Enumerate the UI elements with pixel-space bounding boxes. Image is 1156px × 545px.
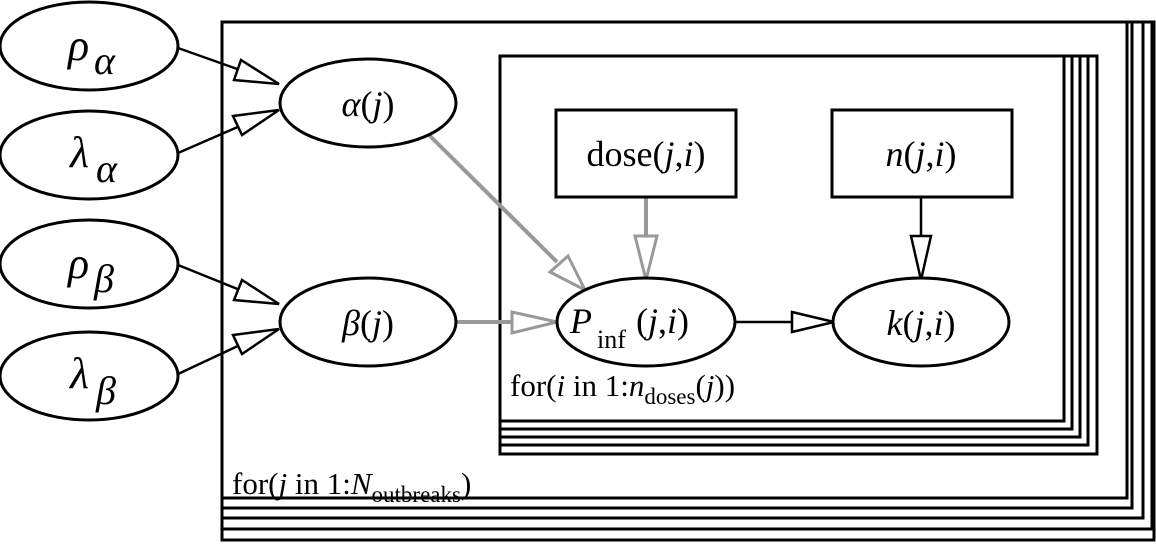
outer-plate bbox=[220, 20, 1156, 542]
inner-plate-frame-5 bbox=[498, 54, 1099, 456]
edge-pinf-to-k bbox=[735, 310, 835, 334]
beta-subscript: β bbox=[93, 256, 114, 301]
beta-subscript: β bbox=[95, 368, 116, 413]
outer-plate-frame-5 bbox=[220, 20, 1156, 542]
deterministic-edges bbox=[426, 132, 659, 335]
n-label: n(j,i) bbox=[885, 134, 956, 174]
edge-alpha-to-pinf bbox=[426, 132, 589, 294]
alpha-j-label: α(j) bbox=[342, 84, 395, 124]
node-lambda-alpha: λ α bbox=[0, 109, 180, 201]
edge-beta-to-pinf bbox=[456, 310, 558, 335]
edge-dose-to-pinf bbox=[633, 197, 659, 281]
edge-lambda-beta-to-beta bbox=[177, 327, 280, 376]
node-rho-alpha: ρ α bbox=[0, 0, 180, 92]
node-alpha-j: α(j) bbox=[278, 57, 458, 149]
p-symbol: P bbox=[569, 301, 592, 341]
rho-symbol: ρ bbox=[66, 239, 89, 288]
node-lambda-beta: λ β bbox=[0, 330, 180, 422]
lambda-symbol: λ bbox=[68, 128, 89, 177]
edge-rho-beta-to-beta bbox=[177, 263, 280, 306]
alpha-subscript: α bbox=[94, 38, 116, 83]
node-k: k(j,i) bbox=[831, 276, 1011, 368]
k-label: k(j,i) bbox=[886, 303, 955, 343]
lambda-symbol: λ bbox=[68, 349, 89, 398]
inf-subscript: inf bbox=[597, 325, 626, 354]
inner-plate bbox=[498, 54, 1099, 456]
p-inf-args: (j,i) bbox=[636, 301, 689, 341]
inner-plate-label: for(i in 1:ndoses(j)) bbox=[510, 368, 735, 409]
node-rho-beta: ρ β bbox=[0, 218, 180, 310]
rho-symbol: ρ bbox=[66, 21, 89, 70]
edge-rho-alpha-to-alpha bbox=[177, 46, 280, 86]
edge-n-to-k bbox=[909, 197, 933, 281]
node-beta-j: β(j) bbox=[278, 276, 458, 368]
dose-label: dose(j,i) bbox=[586, 134, 705, 174]
hyperprior-edges bbox=[177, 46, 933, 376]
node-n: n(j,i) bbox=[830, 108, 1014, 199]
outer-plate-label: for(j in 1:Noutbreaks) bbox=[232, 466, 471, 507]
beta-j-label: β(j) bbox=[341, 303, 394, 343]
node-dose: dose(j,i) bbox=[554, 108, 738, 199]
edge-lambda-alpha-to-alpha bbox=[177, 108, 280, 155]
alpha-subscript: α bbox=[96, 146, 118, 191]
node-p-inf: P inf (j,i) bbox=[555, 276, 737, 368]
